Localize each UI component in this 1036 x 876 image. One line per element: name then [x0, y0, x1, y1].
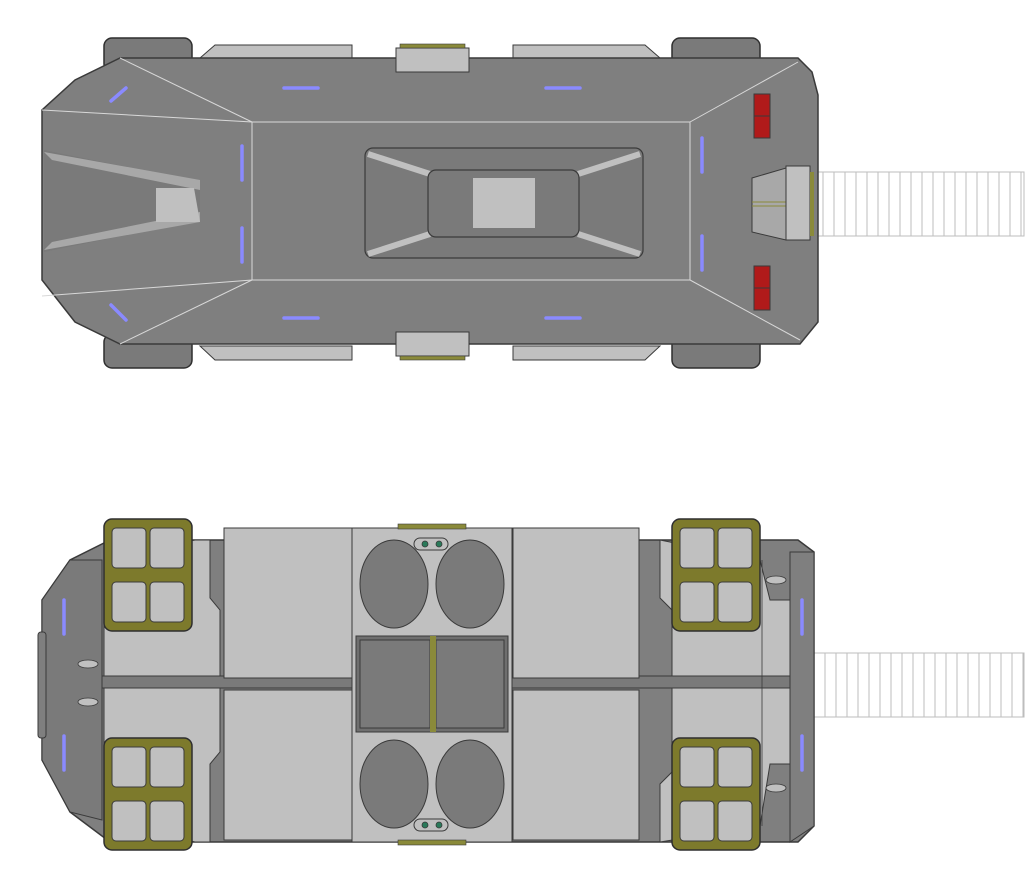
engine-bay — [359, 639, 431, 729]
wheel-assemblies — [103, 518, 761, 851]
tire-tread — [111, 581, 147, 623]
side-hatch-accent — [399, 355, 466, 361]
tire-tread — [717, 746, 753, 788]
side-skirt — [512, 44, 662, 59]
hatch-bevel — [367, 231, 431, 257]
bottom-ramp — [813, 652, 1025, 718]
tail-lights — [753, 93, 771, 311]
floor-plate — [512, 527, 640, 679]
center-section — [351, 523, 513, 846]
front-hood — [44, 150, 200, 252]
tire-tread — [149, 527, 185, 569]
fuel-tank — [359, 739, 429, 829]
ramp-slats — [822, 172, 1022, 236]
wheel-icon — [103, 518, 193, 632]
tow-points — [77, 575, 787, 793]
side-hatch-accent — [399, 43, 466, 49]
tire-tread — [111, 800, 147, 842]
hatch-bevel — [367, 151, 431, 177]
nose-bumper — [37, 631, 47, 739]
tire-tread — [679, 746, 715, 788]
floor-plate — [223, 689, 353, 841]
ramp-frame — [813, 652, 1025, 718]
top-ramp — [811, 171, 1025, 237]
top-view — [41, 37, 1025, 369]
wheel-icon — [103, 737, 193, 851]
hull-panel-lines — [41, 57, 801, 345]
tire-tread — [149, 581, 185, 623]
floor-plate — [512, 689, 640, 841]
tire-tread — [717, 800, 753, 842]
wheel-icon — [671, 737, 761, 851]
side-skirt — [512, 345, 662, 361]
bottom-view — [37, 518, 1025, 851]
tire-tread — [679, 800, 715, 842]
tire-tread — [679, 527, 715, 569]
side-skirt — [198, 345, 353, 361]
rear-hatch — [751, 167, 787, 241]
ramp-hinge — [785, 165, 811, 241]
floor-plate — [223, 527, 353, 679]
hatch-bevel — [577, 151, 641, 177]
hatch-window — [473, 178, 535, 228]
roof-hatch — [364, 147, 644, 259]
tire-tread — [149, 746, 185, 788]
side-hatch — [395, 331, 470, 357]
vent-top — [413, 537, 449, 551]
blue-marker-lights — [109, 86, 704, 322]
rear-bumper — [761, 551, 815, 843]
side-skirt — [198, 44, 353, 59]
tire-tread — [111, 527, 147, 569]
engine-bay — [435, 639, 505, 729]
side-hatch-accent — [397, 839, 467, 846]
rear-ramp-mount — [751, 165, 814, 241]
fuel-tank — [359, 539, 429, 629]
wheel-icon — [671, 518, 761, 632]
underside-marker-lights — [62, 598, 804, 772]
vent-bottom — [413, 818, 449, 832]
marker-light-icon — [109, 86, 128, 103]
underside-nose — [41, 559, 103, 821]
tire-tread — [717, 527, 753, 569]
hatch-bevel — [577, 231, 641, 257]
ramp-frame — [811, 171, 1025, 237]
tire-tread — [149, 800, 185, 842]
hood-stripe — [44, 152, 200, 190]
tire-tread — [717, 581, 753, 623]
fuel-tank — [435, 739, 505, 829]
tire-tread — [111, 746, 147, 788]
marker-light-icon — [109, 303, 128, 322]
side-hatch-accent — [397, 523, 467, 530]
tire-tread — [679, 581, 715, 623]
fuel-tank — [435, 539, 505, 629]
hood-intake — [156, 188, 200, 222]
ramp-slats — [824, 653, 1024, 717]
side-hatch — [395, 47, 470, 73]
